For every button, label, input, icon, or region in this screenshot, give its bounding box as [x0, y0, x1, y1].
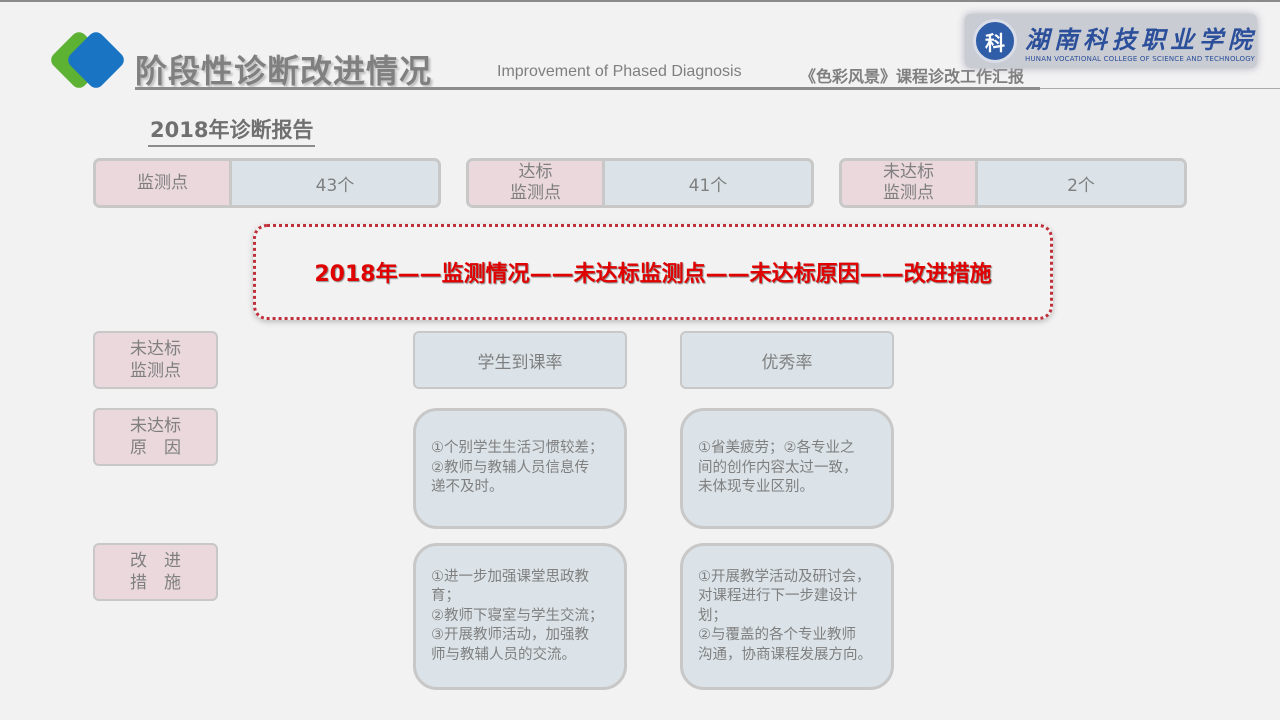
text-line: 沟通，协商课程发展方向。: [698, 646, 872, 663]
text-line: 未体现专业区别。: [698, 479, 814, 496]
text-line: ①个别学生生活习惯较差；: [431, 440, 604, 457]
measures-excellence: ①开展教学活动及研讨会， 对课程进行下一步建设计划； ②与覆盖的各个专业教师沟通，协…: [680, 543, 894, 690]
row-label-reasons: 未达标原 因: [93, 408, 218, 466]
divider: [1040, 88, 1280, 89]
text-line: 间的创作内容太过一致，: [698, 459, 858, 476]
column-header-excellence: 优秀率: [680, 331, 894, 389]
label-line: 未达标: [130, 339, 181, 359]
subtitle-en: Improvement of Phased Diagnosis: [497, 63, 742, 80]
subtitle-cn: 《色彩风景》课程诊改工作汇报: [800, 67, 1025, 86]
text-line: 师与教辅人员的交流。: [431, 646, 576, 663]
label-line: 改 进: [130, 551, 181, 571]
stat-label: 监测点: [137, 172, 188, 193]
text-line: ①进一步加强课堂思政教: [431, 568, 589, 585]
text-line: ①开展教学活动及研讨会，: [698, 568, 871, 585]
stat-monitor-points: 监测点 43个: [93, 158, 441, 208]
stat-label: 监测点: [510, 183, 561, 203]
reasons-excellence: ①省美疲劳；②各专业之间的创作内容太过一致， 未体现专业区别。: [680, 408, 894, 529]
text-line: 递不及时。: [431, 479, 504, 496]
top-border: [0, 0, 1280, 2]
school-name-cn: 湖南科技职业学院: [1025, 24, 1257, 54]
stat-label: 未达标: [883, 162, 934, 182]
text-line: ②教师与教辅人员信息传: [431, 459, 589, 476]
label-line: 未达标: [130, 416, 181, 436]
stat-label: 达标: [518, 162, 553, 182]
text-line: 育；: [431, 588, 460, 605]
row-label-failed-points: 未达标监测点: [93, 331, 218, 389]
page-title: 阶段性诊断改进情况: [135, 52, 433, 90]
stat-passed-points: 达标监测点 41个: [466, 158, 814, 208]
title-underline: [135, 87, 1040, 90]
label-line: 措 施: [130, 573, 181, 593]
text-line: ③开展教师活动，加强教: [431, 627, 589, 644]
text-line: 对课程进行下一步建设计: [698, 588, 858, 605]
process-banner: 2018年——监测情况——未达标监测点——未达标原因——改进措施: [253, 224, 1053, 320]
stat-label: 监测点: [883, 183, 934, 203]
stat-failed-points: 未达标监测点 2个: [839, 158, 1187, 208]
school-seal-icon: 科: [973, 19, 1017, 63]
reasons-attendance: ①个别学生生活习惯较差； ②教师与教辅人员信息传递不及时。: [413, 408, 627, 529]
stat-value: 2个: [1067, 175, 1095, 196]
row-label-measures: 改 进措 施: [93, 543, 218, 601]
column-header-attendance: 学生到课率: [413, 331, 627, 389]
text-line: ①省美疲劳；②各专业之: [698, 440, 855, 457]
stat-value: 41个: [688, 175, 728, 196]
text-line: 划；: [698, 607, 727, 624]
text-line: ②教师下寝室与学生交流；: [431, 607, 604, 624]
school-name-en: HUNAN VOCATIONAL COLLEGE OF SCIENCE AND …: [1025, 54, 1255, 63]
measures-attendance: ①进一步加强课堂思政教育； ②教师下寝室与学生交流； ③开展教师活动，加强教师与教辅…: [413, 543, 627, 690]
stat-value: 43个: [315, 175, 355, 196]
label-line: 原 因: [130, 438, 181, 458]
section-title: 2018年诊断报告: [148, 114, 316, 147]
text-line: ②与覆盖的各个专业教师: [698, 627, 856, 644]
label-line: 监测点: [130, 361, 181, 381]
